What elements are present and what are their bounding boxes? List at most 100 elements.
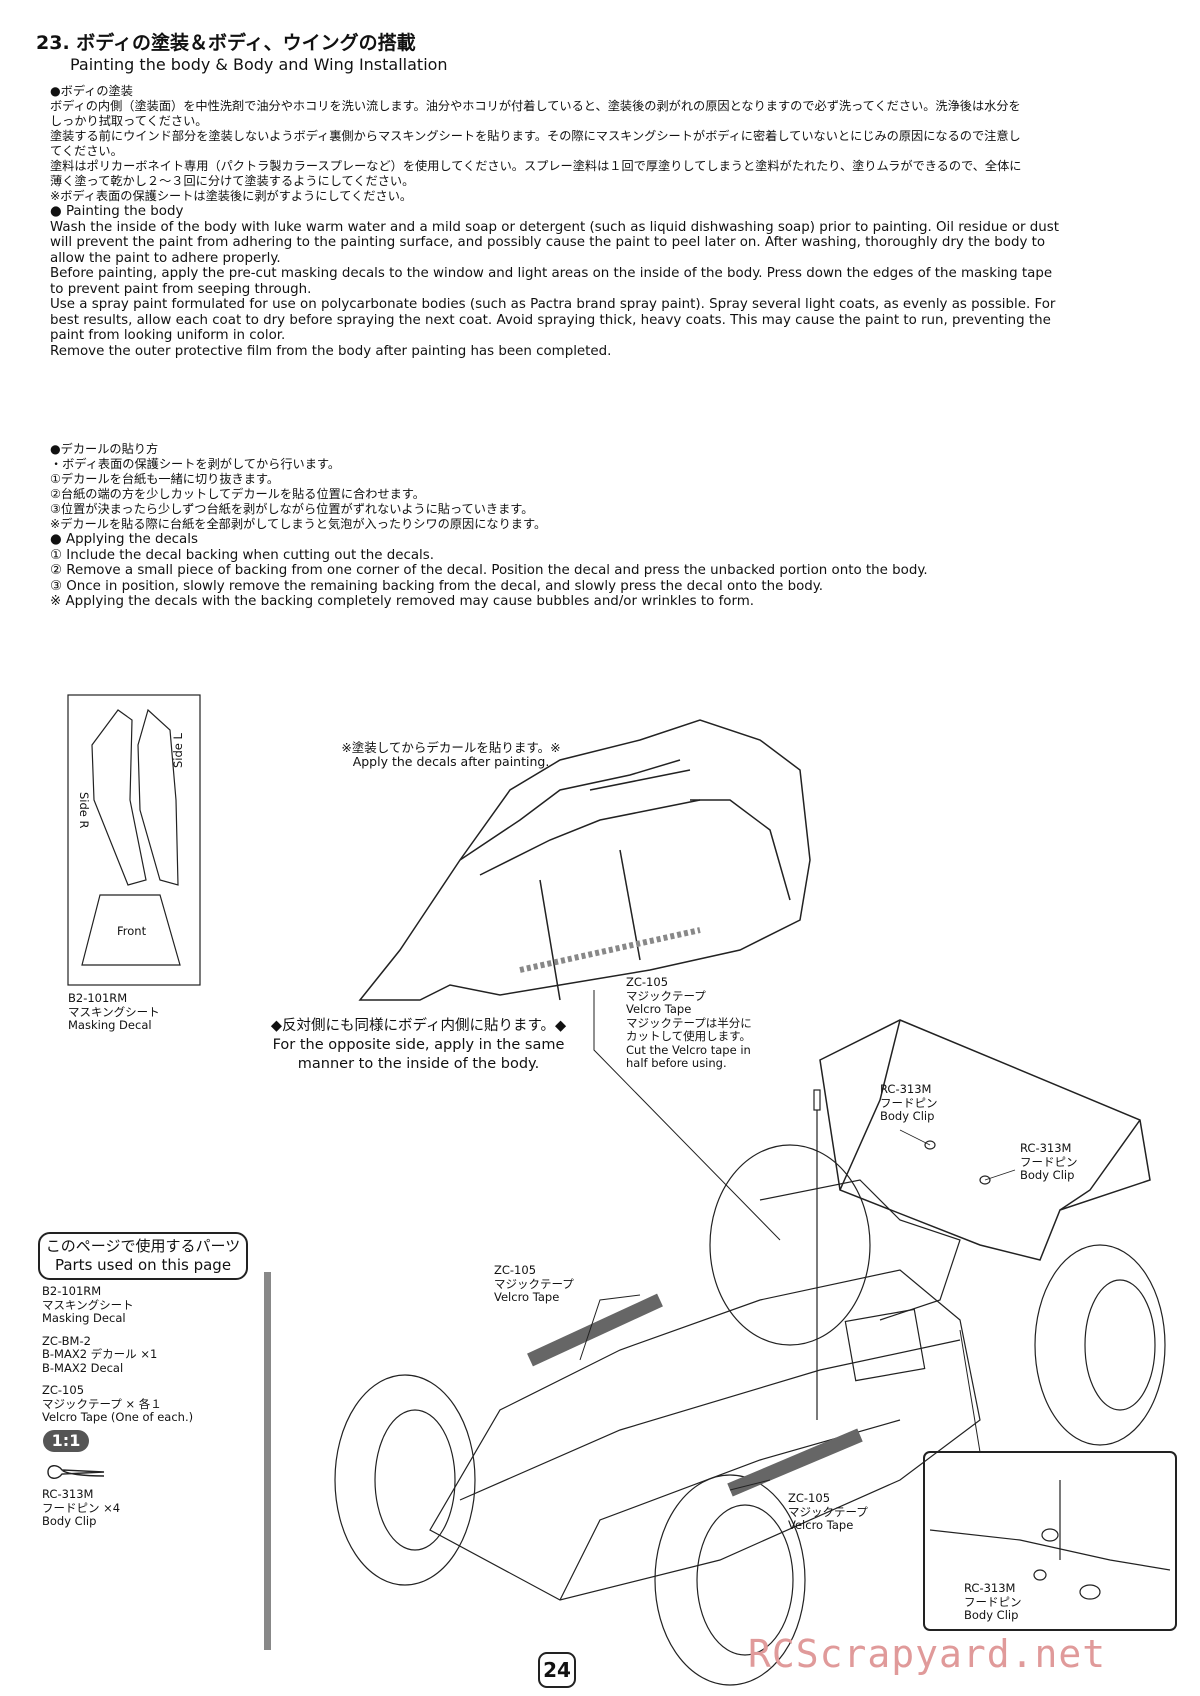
clip-code: RC-313M <box>964 1581 1016 1595</box>
clip-part-en: Body Clip <box>42 1514 97 1528</box>
tape-code: ZC-105 <box>788 1491 831 1505</box>
parts-item: ZC-105 マジックテープ × 各１ Velcro Tape (One of … <box>42 1383 194 1425</box>
decals-jp-line: ・ボディ表面の保護シートを剥がしてから行います。 <box>50 457 341 471</box>
tape-code: ZC-105 <box>494 1263 537 1277</box>
painting-en-line: will prevent the paint from adhering to … <box>50 235 1046 250</box>
clip-part-jp: フードピン ×4 <box>42 1500 121 1515</box>
painting-heading-en: ● Painting the body <box>50 204 184 219</box>
clip-code: RC-313M <box>1020 1141 1072 1155</box>
masking-side-l <box>137 708 179 886</box>
section-title-en: Painting the body & Body and Wing Instal… <box>70 55 448 74</box>
parts-used-title: このページで使用するパーツ Parts used on this page <box>38 1232 248 1280</box>
masking-code: B2-101RM <box>68 991 128 1005</box>
velcro-jp-note: カットして使用します。 <box>626 1029 752 1043</box>
tape-jp: マジックテープ <box>494 1276 574 1291</box>
body-clip-icon <box>47 1465 105 1479</box>
part-jp: マスキングシート <box>42 1297 134 1312</box>
masking-front <box>81 894 181 966</box>
decals-heading-en: ● Applying the decals <box>50 532 198 547</box>
painting-en-line: Wash the inside of the body with luke wa… <box>50 219 1060 235</box>
clip-jp: フードピン <box>880 1095 938 1110</box>
page-number: 24 <box>538 1652 576 1688</box>
painting-en-line: Before painting, apply the pre-cut maski… <box>50 266 1053 281</box>
decals-section: ●デカールの貼り方 ・ボディ表面の保護シートを剥がしてから行います。 ①デカール… <box>50 442 1160 610</box>
velcro-code: ZC-105 <box>626 975 669 989</box>
masking-name-en: Masking Decal <box>68 1018 152 1032</box>
tape-en: Velcro Tape <box>494 1290 560 1304</box>
velcro-jp: マジックテープ <box>626 988 706 1003</box>
painting-section: ●ボディの塗装 ボディの内側（塗装面）を中性洗剤で油分やホコリを洗い流します。油… <box>50 84 1160 359</box>
painting-en-line: Use a spray paint formulated for use on … <box>50 297 1056 312</box>
decals-en-line: ※ Applying the decals with the backing c… <box>50 594 755 609</box>
parts-divider-bar <box>264 1272 271 1650</box>
part-en: B-MAX2 Decal <box>42 1360 124 1375</box>
front-left-wheel <box>334 1374 476 1586</box>
masking-sheet-caption: B2-101RM マスキングシート Masking Decal <box>68 991 160 1033</box>
painting-en-line: to prevent paint from seeping through. <box>50 281 312 297</box>
decals-jp-line: ①デカールを台紙も一緒に切り抜きます。 <box>50 472 280 486</box>
part-jp: マジックテープ × 各１ <box>42 1396 162 1411</box>
velcro-tape-label-b: ZC-105 マジックテープ Velcro Tape <box>788 1491 868 1533</box>
scale-badge: 1:1 <box>43 1430 89 1452</box>
clip-en: Body Clip <box>880 1109 935 1123</box>
body-clip-label-a: RC-313M フードピン Body Clip <box>880 1082 938 1124</box>
velcro-jp-note: マジックテープは半分に <box>626 1015 752 1030</box>
clip-jp: フードピン <box>964 1594 1022 1609</box>
painting-jp-line: ※ボディ表面の保護シートは塗装後に剥がすようにしてください。 <box>50 189 413 203</box>
velcro-en: Velcro Tape <box>626 1002 692 1016</box>
painting-jp-line: ボディの内側（塗装面）を中性洗剤で油分やホコリを洗い流します。油分やホコリが付着… <box>50 99 1021 113</box>
part-jp: B-MAX2 デカール ×1 <box>42 1347 158 1361</box>
clip-en: Body Clip <box>1020 1168 1075 1182</box>
velcro-strip-top <box>527 1293 663 1367</box>
body-clip-label-b: RC-313M フードピン Body Clip <box>1020 1141 1078 1183</box>
decals-jp-line: ③位置が決まったら少しずつ台紙を剥がしながら位置がずれないように貼っていきます。 <box>50 502 534 516</box>
painting-jp-line: 塗装する前にウインド部分を塗装しないようボディ裏側からマスキングシートを貼ります… <box>50 129 1021 143</box>
section-title-jp: 23. ボディの塗装＆ボディ、ウイングの搭載 <box>36 32 416 54</box>
clip-part-code: RC-313M <box>42 1487 94 1501</box>
velcro-en-note: Cut the Velcro tape in <box>626 1042 751 1057</box>
body-shell <box>358 719 811 1001</box>
decals-jp-line: ②台紙の端の方を少しカットしてデカールを貼る位置に合わせます。 <box>50 487 425 501</box>
masking-sheet-frame <box>67 694 201 986</box>
opposite-jp: ◆反対側にも同様にボディ内側に貼ります。◆ <box>270 1018 567 1034</box>
decals-jp-line: ※デカールを貼る際に台紙を全部剥がしてしまうと気泡が入ったりシワの原因になります… <box>50 517 547 531</box>
masking-name-jp: マスキングシート <box>68 1004 160 1019</box>
label-front: Front <box>117 924 147 938</box>
painting-en-line: paint from looking uniform in color. <box>50 328 286 343</box>
rear-wing <box>819 1019 1151 1261</box>
painting-heading-jp: ●ボディの塗装 <box>50 84 133 98</box>
parts-title-jp: このページで使用するパーツ <box>45 1237 241 1255</box>
decals-heading-jp: ●デカールの貼り方 <box>50 442 159 456</box>
tape-en: Velcro Tape <box>788 1518 854 1532</box>
body-clip-label-c: RC-313M フードピン Body Clip <box>964 1581 1022 1623</box>
parts-item: B2-101RM マスキングシート Masking Decal <box>42 1284 193 1326</box>
rear-right-wheel <box>1034 1244 1166 1446</box>
body-note-en: Apply the decals after painting. <box>352 753 550 769</box>
front-right-wheel <box>654 1474 806 1686</box>
part-en: Velcro Tape (One of each.) <box>42 1410 194 1424</box>
part-code: B2-101RM <box>42 1284 102 1298</box>
tape-jp: マジックテープ <box>788 1504 868 1519</box>
part-code: ZC-105 <box>42 1383 85 1397</box>
clip-jp: フードピン <box>1020 1154 1078 1169</box>
clip-part-info: RC-313M フードピン ×4 Body Clip <box>42 1487 121 1529</box>
label-side-r: Side R <box>77 792 91 829</box>
velcro-en-note: half before using. <box>626 1056 727 1070</box>
body-note: ※塗装してからデカールを貼ります。※ Apply the decals afte… <box>316 741 586 768</box>
clip-en: Body Clip <box>964 1608 1019 1622</box>
velcro-note: ZC-105 マジックテープ Velcro Tape マジックテープは半分に カ… <box>626 975 752 1071</box>
opposite-en: For the opposite side, apply in the same <box>272 1037 565 1053</box>
parts-item: ZC-BM-2 B-MAX2 デカール ×1 B-MAX2 Decal <box>42 1334 193 1376</box>
painting-en-line: best results, allow each coat to dry bef… <box>50 312 1051 328</box>
decals-en-line: ① Include the decal backing when cutting… <box>50 547 434 563</box>
decals-en-line: ② Remove a small piece of backing from o… <box>50 563 928 578</box>
body-note-jp: ※塗装してからデカールを貼ります。※ <box>341 740 561 755</box>
clip-code: RC-313M <box>880 1082 932 1096</box>
velcro-strip-bottom <box>727 1428 863 1497</box>
painting-en-line: Remove the outer protective film from th… <box>50 343 612 359</box>
painting-jp-line: 薄く塗って乾かし２～３回に分けて塗装するようにしてください。 <box>50 174 415 188</box>
painting-jp-line: てください。 <box>50 144 123 158</box>
decals-en-line: ③ Once in position, slowly remove the re… <box>50 578 824 594</box>
velcro-tape-label-a: ZC-105 マジックテープ Velcro Tape <box>494 1263 574 1305</box>
